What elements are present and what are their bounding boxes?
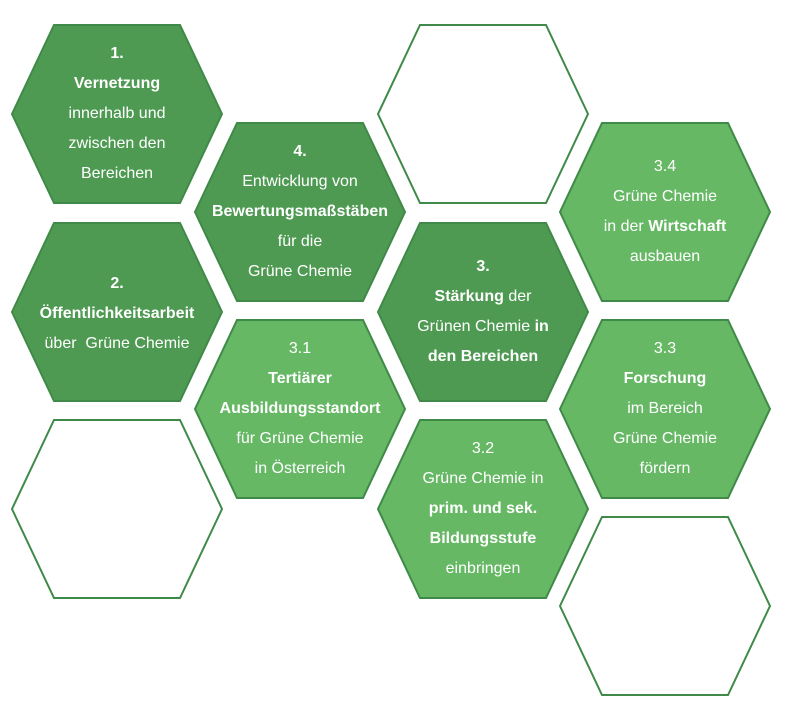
hex-2-shape xyxy=(10,222,224,402)
hex-label-line: 3.3 xyxy=(654,334,676,364)
hex-label-line: 3.1 xyxy=(289,334,311,364)
hex-label-line: Bildungsstufe xyxy=(430,524,537,554)
hex-label-line: im Bereich xyxy=(627,394,703,424)
hex-label-line: 3.2 xyxy=(472,434,494,464)
hex-label-text: in der xyxy=(603,218,649,235)
hex-label-line: Grüne Chemie xyxy=(613,424,717,454)
hex-label-line: Bewertungsmaßstäben xyxy=(212,197,388,227)
hex-label-bold-text: 2. xyxy=(110,275,124,292)
hex-label-text: Bereichen xyxy=(80,165,154,182)
hex-label-bold-text: 3. xyxy=(476,258,490,275)
hex-label-bold-text: den Bereichen xyxy=(427,348,539,365)
hex-label-text: für die xyxy=(277,233,323,250)
hex-label-line: ausbauen xyxy=(630,242,700,272)
hex-label-text: 3.1 xyxy=(288,340,312,357)
hex-label-line: 1. xyxy=(110,39,123,69)
hex-label-line: Vernetzung xyxy=(74,69,160,99)
hex-label-line: Grüne Chemie in xyxy=(423,464,544,494)
hex-label-line: 3.4 xyxy=(654,152,676,182)
hex-label-line: zwischen den xyxy=(69,129,166,159)
hex-label-line: Öffentlichkeitsarbeit xyxy=(40,299,195,329)
hex-label-bold-text: Wirtschaft xyxy=(648,218,727,235)
hex-label-text: zwischen den xyxy=(68,135,166,152)
hex-label-line: Grüne Chemie xyxy=(248,257,352,287)
hex-1-shape xyxy=(10,24,224,204)
hex-label-text: Grüne Chemie xyxy=(612,430,718,447)
hex-label-bold-text: Tertiärer xyxy=(268,370,332,387)
hex-label-line: für Grüne Chemie xyxy=(236,424,363,454)
hex-label-text: fördern xyxy=(639,460,691,477)
hex-label-line: innerhalb und xyxy=(69,99,166,129)
hex-empty-left-shape xyxy=(10,419,224,599)
hex-label-line: Grünen Chemie in xyxy=(417,312,549,342)
hex-label-text: Entwicklung von xyxy=(242,173,358,190)
hex-label-text: Grünen Chemie xyxy=(417,318,535,335)
hex-label-text: 3.2 xyxy=(471,440,495,457)
hex-label-line: Grüne Chemie xyxy=(613,182,717,212)
hex-label-text: 3.4 xyxy=(653,158,677,175)
hex-label-bold-text: prim. und sek. xyxy=(428,500,538,517)
hex-label-line: Bereichen xyxy=(81,159,153,189)
hex-label-line: über Grüne Chemie xyxy=(45,329,190,359)
hex-label-bold-text: Ausbildungsstandort xyxy=(219,400,381,417)
hex-empty-bottom-shape xyxy=(558,516,772,696)
hex-2-label: 2. Öffentlichkeitsarbeit über Grüne Chemie xyxy=(12,225,222,403)
hex-label-text: einbringen xyxy=(445,560,521,577)
hex-label-bold-text: Bildungsstufe xyxy=(429,530,537,547)
hex-label-text: in Österreich xyxy=(254,460,346,477)
hex-label-bold-text: Öffentlichkeitsarbeit xyxy=(39,305,195,322)
hex-label-line: 2. xyxy=(110,269,123,299)
hex-label-line: Forschung xyxy=(624,364,707,394)
hex-label-text: ausbauen xyxy=(629,248,701,265)
hex-label-line: fördern xyxy=(640,454,691,484)
hex-3-shape xyxy=(376,222,590,402)
hex-label-text: über Grüne Chemie xyxy=(44,335,190,352)
hex-3-3-shape xyxy=(558,319,772,499)
hex-3-4-shape xyxy=(558,122,772,302)
hex-label-line: in Österreich xyxy=(255,454,346,484)
hex-label-text: der xyxy=(503,288,532,305)
hex-3-1-shape xyxy=(193,319,407,499)
hex-label-line: in der Wirtschaft xyxy=(604,212,727,242)
hex-label-text: innerhalb und xyxy=(68,105,166,122)
hex-label-bold-text: Forschung xyxy=(623,370,707,387)
hex-label-text: Grüne Chemie xyxy=(612,188,718,205)
hex-label-line: Tertiärer xyxy=(268,364,332,394)
hex-label-line: Ausbildungsstandort xyxy=(220,394,381,424)
hex-label-bold-text: 1. xyxy=(110,45,124,62)
hex-label-line: Stärkung der xyxy=(435,282,532,312)
hex-label-text: Grüne Chemie xyxy=(247,263,353,280)
hex-label-line: den Bereichen xyxy=(428,342,538,372)
hex-label-bold-text: Stärkung xyxy=(434,288,504,305)
hex-3-2-shape xyxy=(376,419,590,599)
hex-label-bold-text: 4. xyxy=(293,143,307,160)
hex-label-line: für die xyxy=(278,227,322,257)
hex-label-text: 3.3 xyxy=(653,340,677,357)
hex-label-bold-text: Vernetzung xyxy=(73,75,161,92)
hex-label-line: 4. xyxy=(293,137,306,167)
hex-label-line: Entwicklung von xyxy=(242,167,358,197)
hex-label-line: prim. und sek. xyxy=(429,494,537,524)
hex-label-bold-text: in xyxy=(534,318,549,335)
hex-label-bold-text: Bewertungsmaßstäben xyxy=(211,203,389,220)
hex-label-line: 3. xyxy=(476,252,489,282)
hex-label-line: einbringen xyxy=(446,554,521,584)
hex-label-text: im Bereich xyxy=(627,400,703,417)
hex-label-text: für Grüne Chemie xyxy=(236,430,364,447)
hex-empty-top-shape xyxy=(376,24,590,204)
hex-label-text: Grüne Chemie in xyxy=(422,470,544,487)
hex-4-shape xyxy=(193,122,407,302)
